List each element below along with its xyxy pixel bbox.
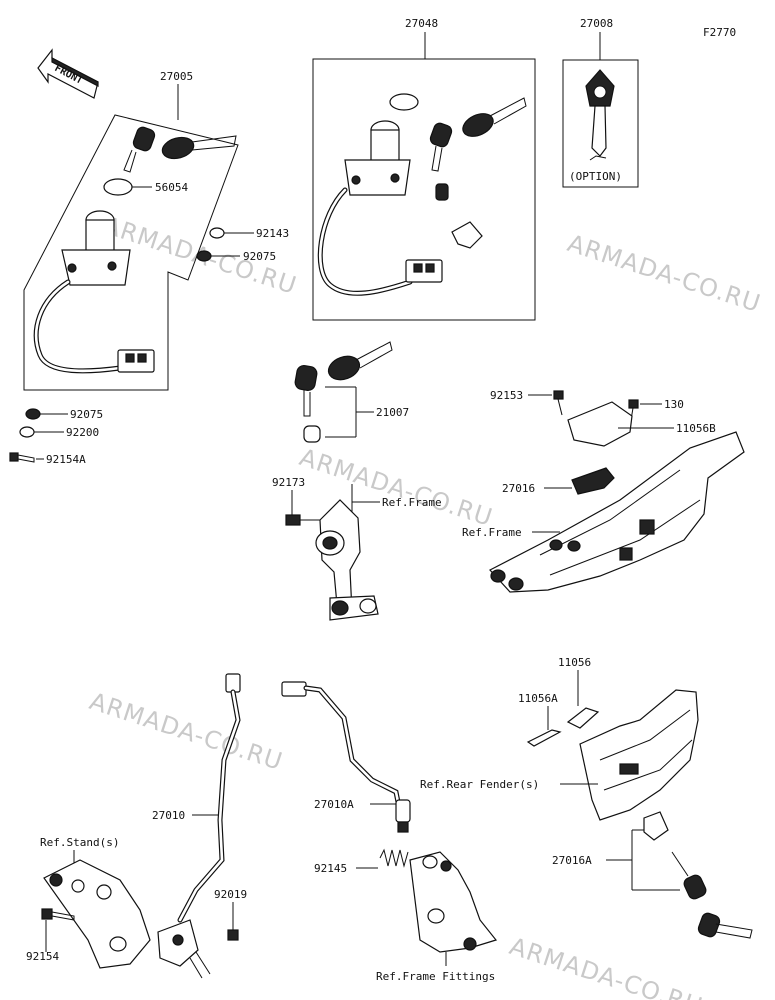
part-number-92154: 92154 [26,950,59,963]
connector-icon [225,673,241,693]
ref-frame-label: Ref.Frame [382,496,442,509]
ignition-cylinder-icon [61,210,131,286]
part-number-130: 130 [664,398,684,411]
clip-icon [285,514,301,526]
washer-icon [103,178,133,196]
part-number-56054: 56054 [155,181,188,194]
part-number-92173: 92173 [272,476,305,489]
part-number-27016A: 27016A [552,854,592,867]
option-label: (OPTION) [569,170,622,183]
washer-icon [196,250,212,262]
part-number-21007: 21007 [376,406,409,419]
lock-cylinder-icon [643,811,669,841]
lock-bracket-icon [571,467,615,495]
part-number-27005: 27005 [160,70,193,83]
connector-icon [117,349,155,373]
connector-icon [405,259,443,283]
key-icon [585,69,615,157]
bracket-icon [567,401,633,447]
part-number-92200: 92200 [66,426,99,439]
seat-lock-icon [451,221,483,249]
lock-barrel-icon [303,425,321,443]
key-icon [429,97,527,172]
watermark: ARMADA-CO.RU [506,932,706,1000]
ref-frame-label: Ref.Frame [462,526,522,539]
part-number-11056: 11056 [558,656,591,669]
part-number-27010A: 27010A [314,798,354,811]
bolt-icon [41,908,75,921]
ignition-switch-set-27048: 27048 [312,17,536,321]
part-number-92153: 92153 [490,389,523,402]
rear-fender-group: 11056 11056A Ref.Rear Fender(s) 27016A [420,656,753,939]
part-number-92019: 92019 [214,888,247,901]
ignition-cylinder-icon [344,120,411,196]
part-number-27048: 27048 [405,17,438,30]
nut-icon [227,929,239,941]
ignition-switch-set-27005: 27005 56054 92143 [23,70,289,391]
washer-icon [389,93,419,111]
switch-27010A-group: 27010A 92145 Ref.Frame Fittings [281,681,498,983]
part-number-27010: 27010 [152,809,185,822]
grommet-icon [209,227,225,239]
part-number-92154A: 92154A [46,453,86,466]
part-number-27008: 27008 [580,17,613,30]
frame-group-right: 92153 130 11056B 27016 Ref.Frame [462,389,745,593]
part-number-92143: 92143 [256,227,289,240]
part-number-92075: 92075 [70,408,103,421]
connector-icon [281,681,307,697]
key-icon [123,126,237,173]
plunger-switch-icon [395,799,411,833]
key-set-21007: 21007 [294,341,409,443]
lock-barrel-icon [435,183,449,201]
side-stand-switch-27010: 27010 Ref.Stand(s) 92154 92019 [26,673,247,979]
spring-icon [379,848,409,868]
bolt-icon [9,452,35,463]
ref-rear-fender-label: Ref.Rear Fender(s) [420,778,539,791]
watermark: ARMADA-CO.RU [86,687,286,776]
option-key-27008: 27008 (OPTION) [562,17,639,188]
part-number-27016: 27016 [502,482,535,495]
watermark: ARMADA-CO.RU [564,229,764,318]
bracket-icon [566,707,600,729]
part-number-11056B: 11056B [676,422,716,435]
clip-icon [526,729,562,747]
key-icon [671,851,753,939]
ref-stand-label: Ref.Stand(s) [40,836,119,849]
washer-icon [19,426,35,438]
front-arrow-icon: FRONT [37,48,99,99]
key-icon [294,341,393,417]
ref-frame-fittings-label: Ref.Frame Fittings [376,970,495,983]
figure-code: F2770 [703,26,736,39]
part-number-92145: 92145 [314,862,347,875]
bolt-icon [553,390,564,416]
part-number-11056A: 11056A [518,692,558,705]
switch-body-icon [157,919,211,979]
part-number-92075: 92075 [243,250,276,263]
frame-bracket-92173: 92173 Ref.Frame [272,476,442,621]
washer-icon [25,408,41,420]
